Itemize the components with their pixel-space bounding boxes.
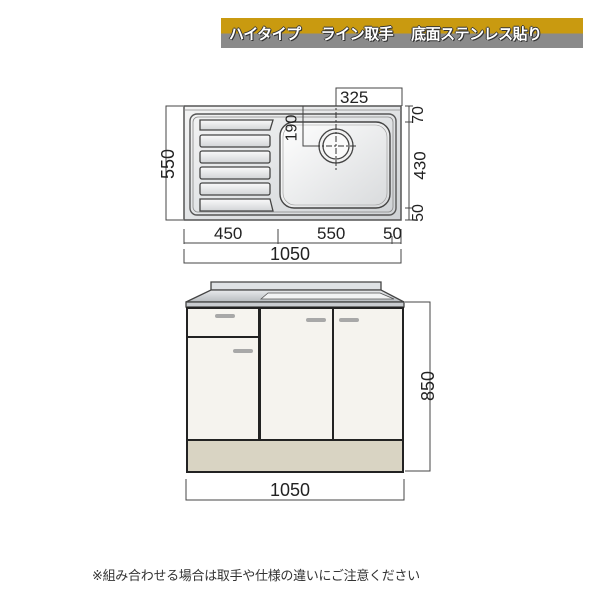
dim-cabinet-width: 1050 bbox=[270, 480, 311, 500]
dim-side-margin: 50 bbox=[383, 224, 402, 243]
banner-stainless-bottom: 底面ステンレス貼り bbox=[411, 24, 542, 43]
banner-line-handle: ライン取手 bbox=[320, 24, 394, 43]
drainboard-ribs bbox=[199, 119, 274, 212]
dim-cabinet-height: 850 bbox=[418, 370, 439, 402]
dim-bowl-depth: 430 bbox=[410, 151, 430, 180]
right-door-handle bbox=[339, 318, 359, 322]
product-feature-banner: ハイタイプ ライン取手 底面ステンレス貼り bbox=[221, 18, 583, 48]
dim-bowl-width: 550 bbox=[317, 224, 346, 243]
drain-hole bbox=[314, 88, 358, 170]
dim-depth-total: 550 bbox=[158, 148, 179, 180]
dim-hole-offset-x: 325 bbox=[340, 88, 369, 107]
cabinet-handles bbox=[215, 314, 359, 353]
sink-top-view bbox=[165, 87, 413, 264]
dim-front-margin: 50 bbox=[409, 204, 427, 222]
dim-drainboard-width: 450 bbox=[214, 224, 243, 243]
dim-back-margin: 70 bbox=[409, 106, 427, 124]
banner-high-type: ハイタイプ bbox=[229, 24, 301, 43]
middle-door-handle bbox=[306, 318, 326, 322]
cabinet-front-view bbox=[185, 281, 431, 501]
left-door-handle bbox=[233, 349, 253, 353]
dim-top-width-total: 1050 bbox=[270, 244, 311, 264]
dim-hole-offset-y: 190 bbox=[283, 114, 301, 142]
drawer-handle bbox=[215, 314, 235, 318]
caution-note: ※組み合わせる場合は取手や仕様の違いにご注意ください bbox=[92, 569, 420, 584]
